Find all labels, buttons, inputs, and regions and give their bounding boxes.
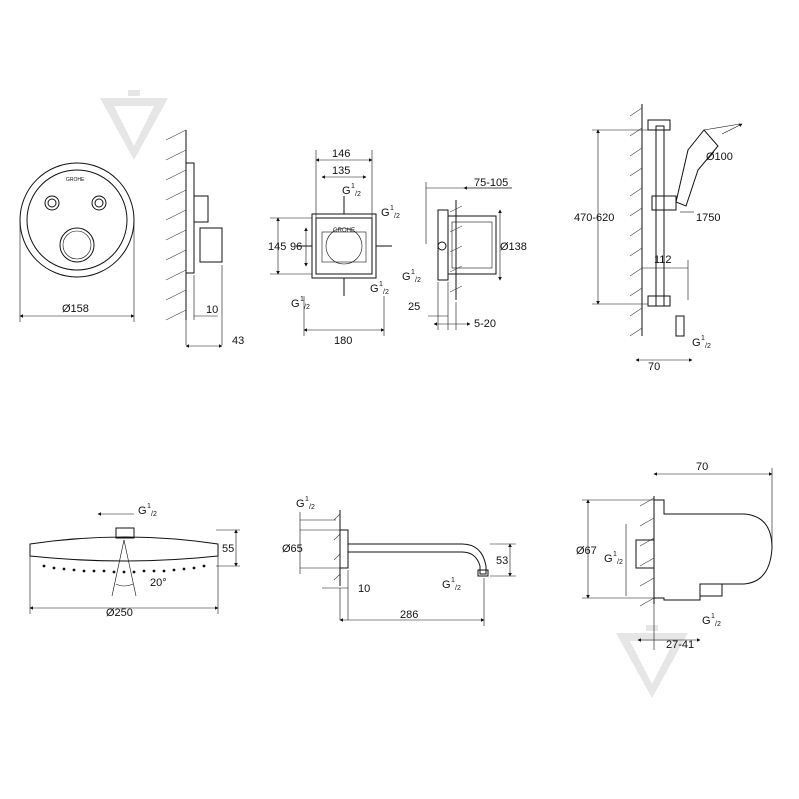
thread-g-top: G (342, 185, 351, 197)
thread-g-hose: G (692, 337, 701, 349)
svg-text:1: 1 (305, 496, 309, 503)
shower-arm-view: G 1 /2 Ø65 10 53 G 1 /2 286 (282, 496, 516, 626)
svg-text:/2: /2 (415, 277, 421, 284)
svg-text:/2: /2 (617, 559, 623, 566)
svg-text:/2: /2 (355, 191, 361, 198)
thread-g-bottom-left: G (291, 298, 300, 310)
dim-96: 96 (290, 241, 302, 253)
svg-text:/2: /2 (394, 213, 400, 220)
svg-text:1: 1 (451, 577, 455, 584)
dim-diameter-65: Ø65 (282, 543, 303, 555)
thread-g-top-right: G (381, 207, 390, 219)
dim-470-620: 470-620 (574, 212, 614, 224)
box-brand-text: GROHE (333, 228, 355, 234)
thread-g-bottom-right: G (370, 283, 379, 295)
svg-text:1: 1 (411, 269, 415, 276)
thread-g-side: G (402, 271, 411, 283)
wall-elbow-view: 70 Ø67 G 1 /2 G 1 /2 27-41 (576, 461, 773, 651)
dim-180: 180 (334, 335, 352, 347)
angle-20-degrees: 20° (150, 577, 167, 589)
dim-5-20: 5-20 (474, 318, 496, 330)
dim-diameter-138: Ø138 (500, 241, 527, 253)
svg-text:/2: /2 (309, 504, 315, 511)
svg-text:/2: /2 (304, 304, 310, 311)
dim-70-rail: 70 (648, 361, 660, 373)
svg-text:1: 1 (613, 551, 617, 558)
dim-27-41: 27-41 (666, 639, 694, 651)
dim-diameter-158: Ø158 (62, 303, 89, 315)
brand-logo-text: GROHE (66, 177, 85, 183)
svg-text:/2: /2 (383, 289, 389, 296)
svg-text:1: 1 (390, 205, 394, 212)
dim-75-105: 75-105 (474, 177, 508, 189)
thread-g-elbow-outlet: G (702, 615, 711, 627)
svg-text:/2: /2 (455, 585, 461, 592)
dim-10-arm: 10 (358, 583, 370, 595)
dim-70-elbow: 70 (696, 461, 708, 473)
dim-53: 53 (496, 555, 508, 567)
svg-text:/2: /2 (715, 621, 721, 628)
thread-g-arm: G (296, 498, 305, 510)
dim-25: 25 (408, 301, 420, 313)
faceplate-side-view: 10 43 (165, 129, 244, 348)
svg-text:/2: /2 (151, 511, 157, 518)
dim-286: 286 (400, 609, 418, 621)
thread-g-elbow-inlet: G (604, 553, 613, 565)
dim-10: 10 (206, 304, 218, 316)
dim-145: 145 (268, 241, 286, 253)
head-shower-view: G 1 /2 55 20° Ø250 (29, 503, 240, 619)
dim-diameter-67: Ø67 (576, 545, 597, 557)
thread-g-arm-outlet: G (442, 579, 451, 591)
dim-55: 55 (222, 543, 234, 555)
mounting-box-front-view: GROHE 146 135 G 1 /2 G 1 /2 145 96 G 1 /… (268, 148, 400, 347)
faceplate-front-view: GROHE Ø158 (19, 162, 135, 322)
svg-text:1: 1 (351, 183, 355, 190)
thread-g-head: G (138, 505, 147, 517)
dim-112: 112 (654, 254, 672, 266)
dim-diameter-100: Ø100 (706, 151, 733, 163)
watermark-bottom (616, 625, 688, 698)
svg-text:1: 1 (300, 296, 304, 303)
shower-rail-view: Ø100 470-620 1750 112 G 1 /2 70 (574, 104, 743, 373)
dim-43: 43 (232, 335, 244, 347)
svg-text:1: 1 (379, 281, 383, 288)
svg-text:/2: /2 (705, 343, 711, 350)
svg-text:1: 1 (701, 335, 705, 342)
dim-135: 135 (332, 165, 350, 177)
watermark-top (100, 90, 168, 160)
svg-text:1: 1 (711, 613, 715, 620)
mounting-box-side-view: 75-105 Ø138 G 1 /2 25 5-20 (402, 177, 527, 330)
dim-diameter-250: Ø250 (106, 607, 133, 619)
dim-1750: 1750 (696, 212, 720, 224)
dim-146: 146 (332, 148, 350, 160)
svg-text:1: 1 (147, 503, 151, 510)
